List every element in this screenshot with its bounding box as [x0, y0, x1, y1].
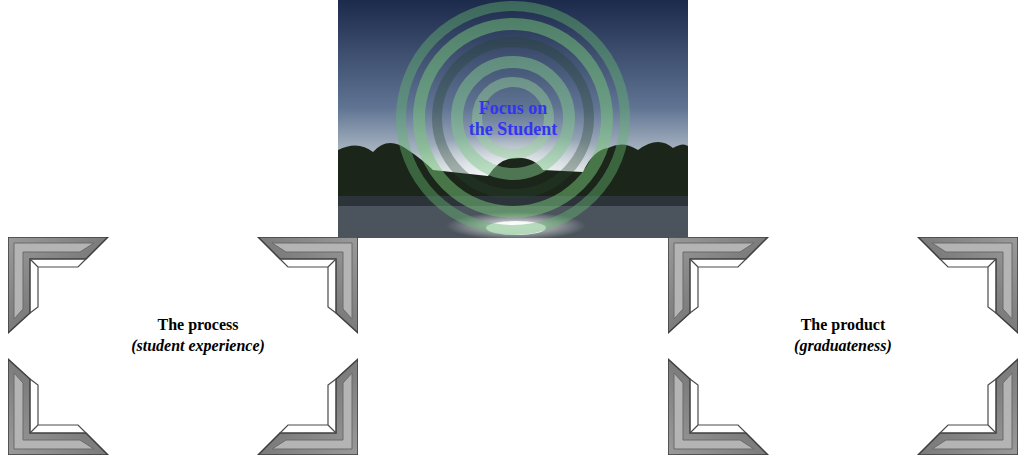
- bracket-frame: The product(graduateness): [668, 237, 1018, 455]
- photo-panel: Focus on the Student: [338, 0, 688, 238]
- frame-heading: The product: [801, 315, 886, 336]
- bracket-frame: The process(student experience): [8, 237, 358, 455]
- focus-title: Focus on the Student: [467, 98, 559, 139]
- frame-subheading: (graduateness): [794, 336, 892, 357]
- frame-heading: The process: [157, 315, 238, 336]
- frame-subheading: (student experience): [131, 336, 265, 357]
